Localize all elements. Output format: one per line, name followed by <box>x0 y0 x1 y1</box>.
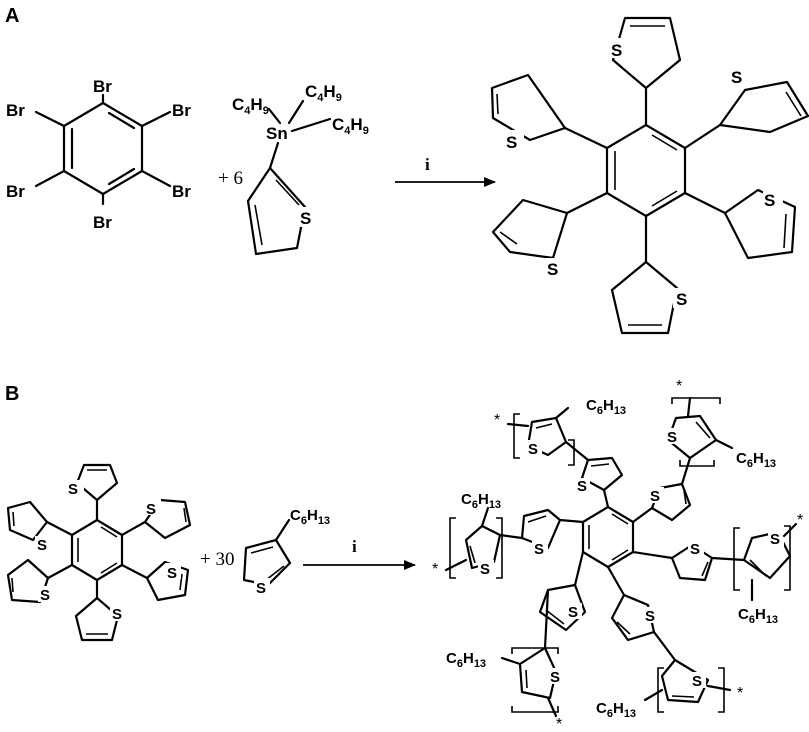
end-group: * <box>556 716 562 732</box>
sulfur-atom: S <box>690 541 700 558</box>
hexyl-group: C6H13 <box>446 650 486 670</box>
hexyl-group: C6H13 <box>736 450 776 470</box>
hexyl-group: C6H13 <box>290 507 330 527</box>
br-atom: Br <box>172 182 191 201</box>
hexabromobenzene: Br Br Br Br Br Br <box>6 77 191 232</box>
hexathienylbenzene-reactant: S S S S S S <box>6 463 192 642</box>
butyl-group: C4H9 <box>305 82 342 104</box>
butyl-group: C4H9 <box>332 115 369 137</box>
sulfur-atom: S <box>650 488 660 505</box>
sulfur-atom: S <box>770 531 780 548</box>
end-group: * <box>737 685 743 702</box>
sulfur-atom: S <box>68 481 78 498</box>
tin-atom: Sn <box>266 124 288 143</box>
star-polymer-product: S C6H13 S * S C6H13 S * S <box>432 378 803 732</box>
sulfur-atom: S <box>547 260 558 279</box>
sulfur-atom: S <box>667 429 677 446</box>
sulfur-atom: S <box>676 290 687 309</box>
br-atom: Br <box>93 77 112 96</box>
hexyl-group: C6H13 <box>461 491 501 511</box>
sulfur-atom: S <box>146 501 156 518</box>
sulfur-atom: S <box>611 41 622 60</box>
br-atom: Br <box>172 101 191 120</box>
butyl-group: C4H9 <box>232 95 269 117</box>
sulfur-atom: S <box>506 133 517 152</box>
sulfur-atom: S <box>577 478 587 495</box>
sulfur-atom: S <box>764 191 775 210</box>
sulfur-atom: S <box>112 606 122 623</box>
sulfur-atom: S <box>256 580 266 597</box>
reagent-label-a: i <box>425 155 430 174</box>
sulfur-atom: S <box>645 608 655 625</box>
br-atom: Br <box>6 101 25 120</box>
end-group: * <box>676 378 682 395</box>
hexyl-group: C6H13 <box>738 606 778 626</box>
hexathienylbenzene-product: S S S S S S <box>490 16 809 335</box>
panel-label-a: A <box>5 5 19 27</box>
hexylthiophene-monomer: C6H13 S <box>242 507 330 597</box>
sulfur-atom: S <box>550 669 560 686</box>
sulfur-atom: S <box>528 441 538 458</box>
sulfur-atom: S <box>300 209 311 228</box>
br-atom: Br <box>93 213 112 232</box>
hexyl-group: C6H13 <box>586 397 626 417</box>
stannyl-thiophene: Sn C4H9 C4H9 C4H9 S <box>232 82 369 256</box>
end-group: * <box>797 512 803 529</box>
sulfur-atom: S <box>40 587 50 604</box>
sulfur-atom: S <box>37 537 47 554</box>
end-group: * <box>432 561 438 578</box>
end-group: * <box>494 412 500 429</box>
sulfur-atom: S <box>534 541 544 558</box>
sulfur-atom: S <box>692 673 702 690</box>
br-atom: Br <box>6 182 25 201</box>
coefficient-b: + 30 <box>200 549 234 570</box>
sulfur-atom: S <box>568 604 578 621</box>
sulfur-atom: S <box>167 565 177 582</box>
coefficient-a: + 6 <box>218 168 243 189</box>
hexyl-group: C6H13 <box>596 700 636 720</box>
reagent-label-b: i <box>352 537 357 556</box>
sulfur-atom: S <box>480 561 490 578</box>
panel-label-b: B <box>5 383 19 405</box>
sulfur-atom: S <box>731 68 742 87</box>
